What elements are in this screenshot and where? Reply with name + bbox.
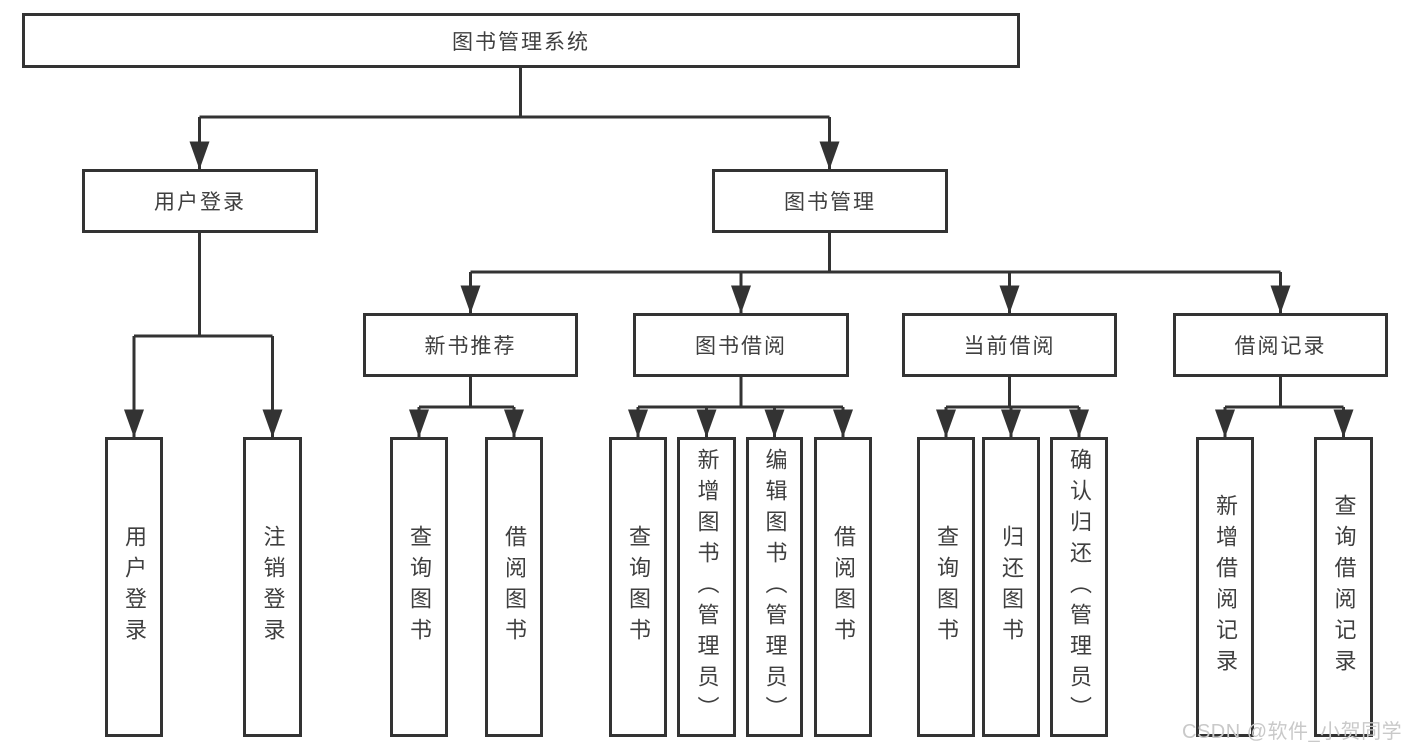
leaf-user-login-label: 用户登录 [122,525,147,649]
watermark: CSDN @软件_小贺同学 [1182,721,1403,743]
leaf-edit-books-admin: 编辑图书（管理员） [746,437,803,737]
node-borrow-record: 借阅记录 [1173,313,1388,377]
leaf-query-books-recommend-label: 查询图书 [407,525,432,649]
leaf-confirm-return-admin: 确认归还（管理员） [1050,437,1108,737]
node-user-login: 用户登录 [82,169,318,233]
leaf-borrow-books-label: 借阅图书 [831,525,856,649]
leaf-borrow-books-recommend-label: 借阅图书 [502,525,527,649]
leaf-user-login: 用户登录 [105,437,163,737]
node-borrow-record-label: 借阅记录 [1234,335,1327,358]
leaf-confirm-return-admin-label: 确认归还（管理员） [1067,447,1092,727]
leaf-query-books-current-label: 查询图书 [934,525,959,649]
leaf-query-books-recommend: 查询图书 [390,437,448,737]
leaf-query-books-current: 查询图书 [917,437,975,737]
leaf-borrow-books: 借阅图书 [814,437,872,737]
node-new-book-recommend: 新书推荐 [363,313,578,377]
leaf-add-books-admin: 新增图书（管理员） [677,437,736,737]
node-book-management: 图书管理 [712,169,948,233]
node-current-borrow: 当前借阅 [902,313,1117,377]
leaf-borrow-books-recommend: 借阅图书 [485,437,543,737]
leaf-query-borrow-record: 查询借阅记录 [1314,437,1373,737]
connector-rails [134,68,1344,409]
node-root: 图书管理系统 [22,13,1020,68]
node-user-login-label: 用户登录 [154,191,246,214]
leaf-query-books-borrow-label: 查询图书 [626,525,651,649]
leaf-return-books-label: 归还图书 [999,525,1024,649]
node-book-management-label: 图书管理 [784,191,876,214]
node-book-borrow: 图书借阅 [633,313,849,377]
leaf-add-borrow-record-label: 新增借阅记录 [1213,494,1238,680]
leaf-query-books-borrow: 查询图书 [609,437,667,737]
leaf-query-borrow-record-label: 查询借阅记录 [1331,494,1357,680]
node-current-borrow-label: 当前借阅 [963,335,1056,358]
leaf-add-books-admin-label: 新增图书（管理员） [694,447,720,727]
leaf-return-books: 归还图书 [982,437,1040,737]
leaf-logout-label: 注销登录 [260,525,286,649]
leaf-logout: 注销登录 [243,437,302,737]
node-root-label: 图书管理系统 [452,30,590,54]
leaf-add-borrow-record: 新增借阅记录 [1196,437,1254,737]
node-new-book-recommend-label: 新书推荐 [424,335,517,358]
leaf-edit-books-admin-label: 编辑图书（管理员） [762,447,788,727]
node-book-borrow-label: 图书借阅 [695,335,787,358]
